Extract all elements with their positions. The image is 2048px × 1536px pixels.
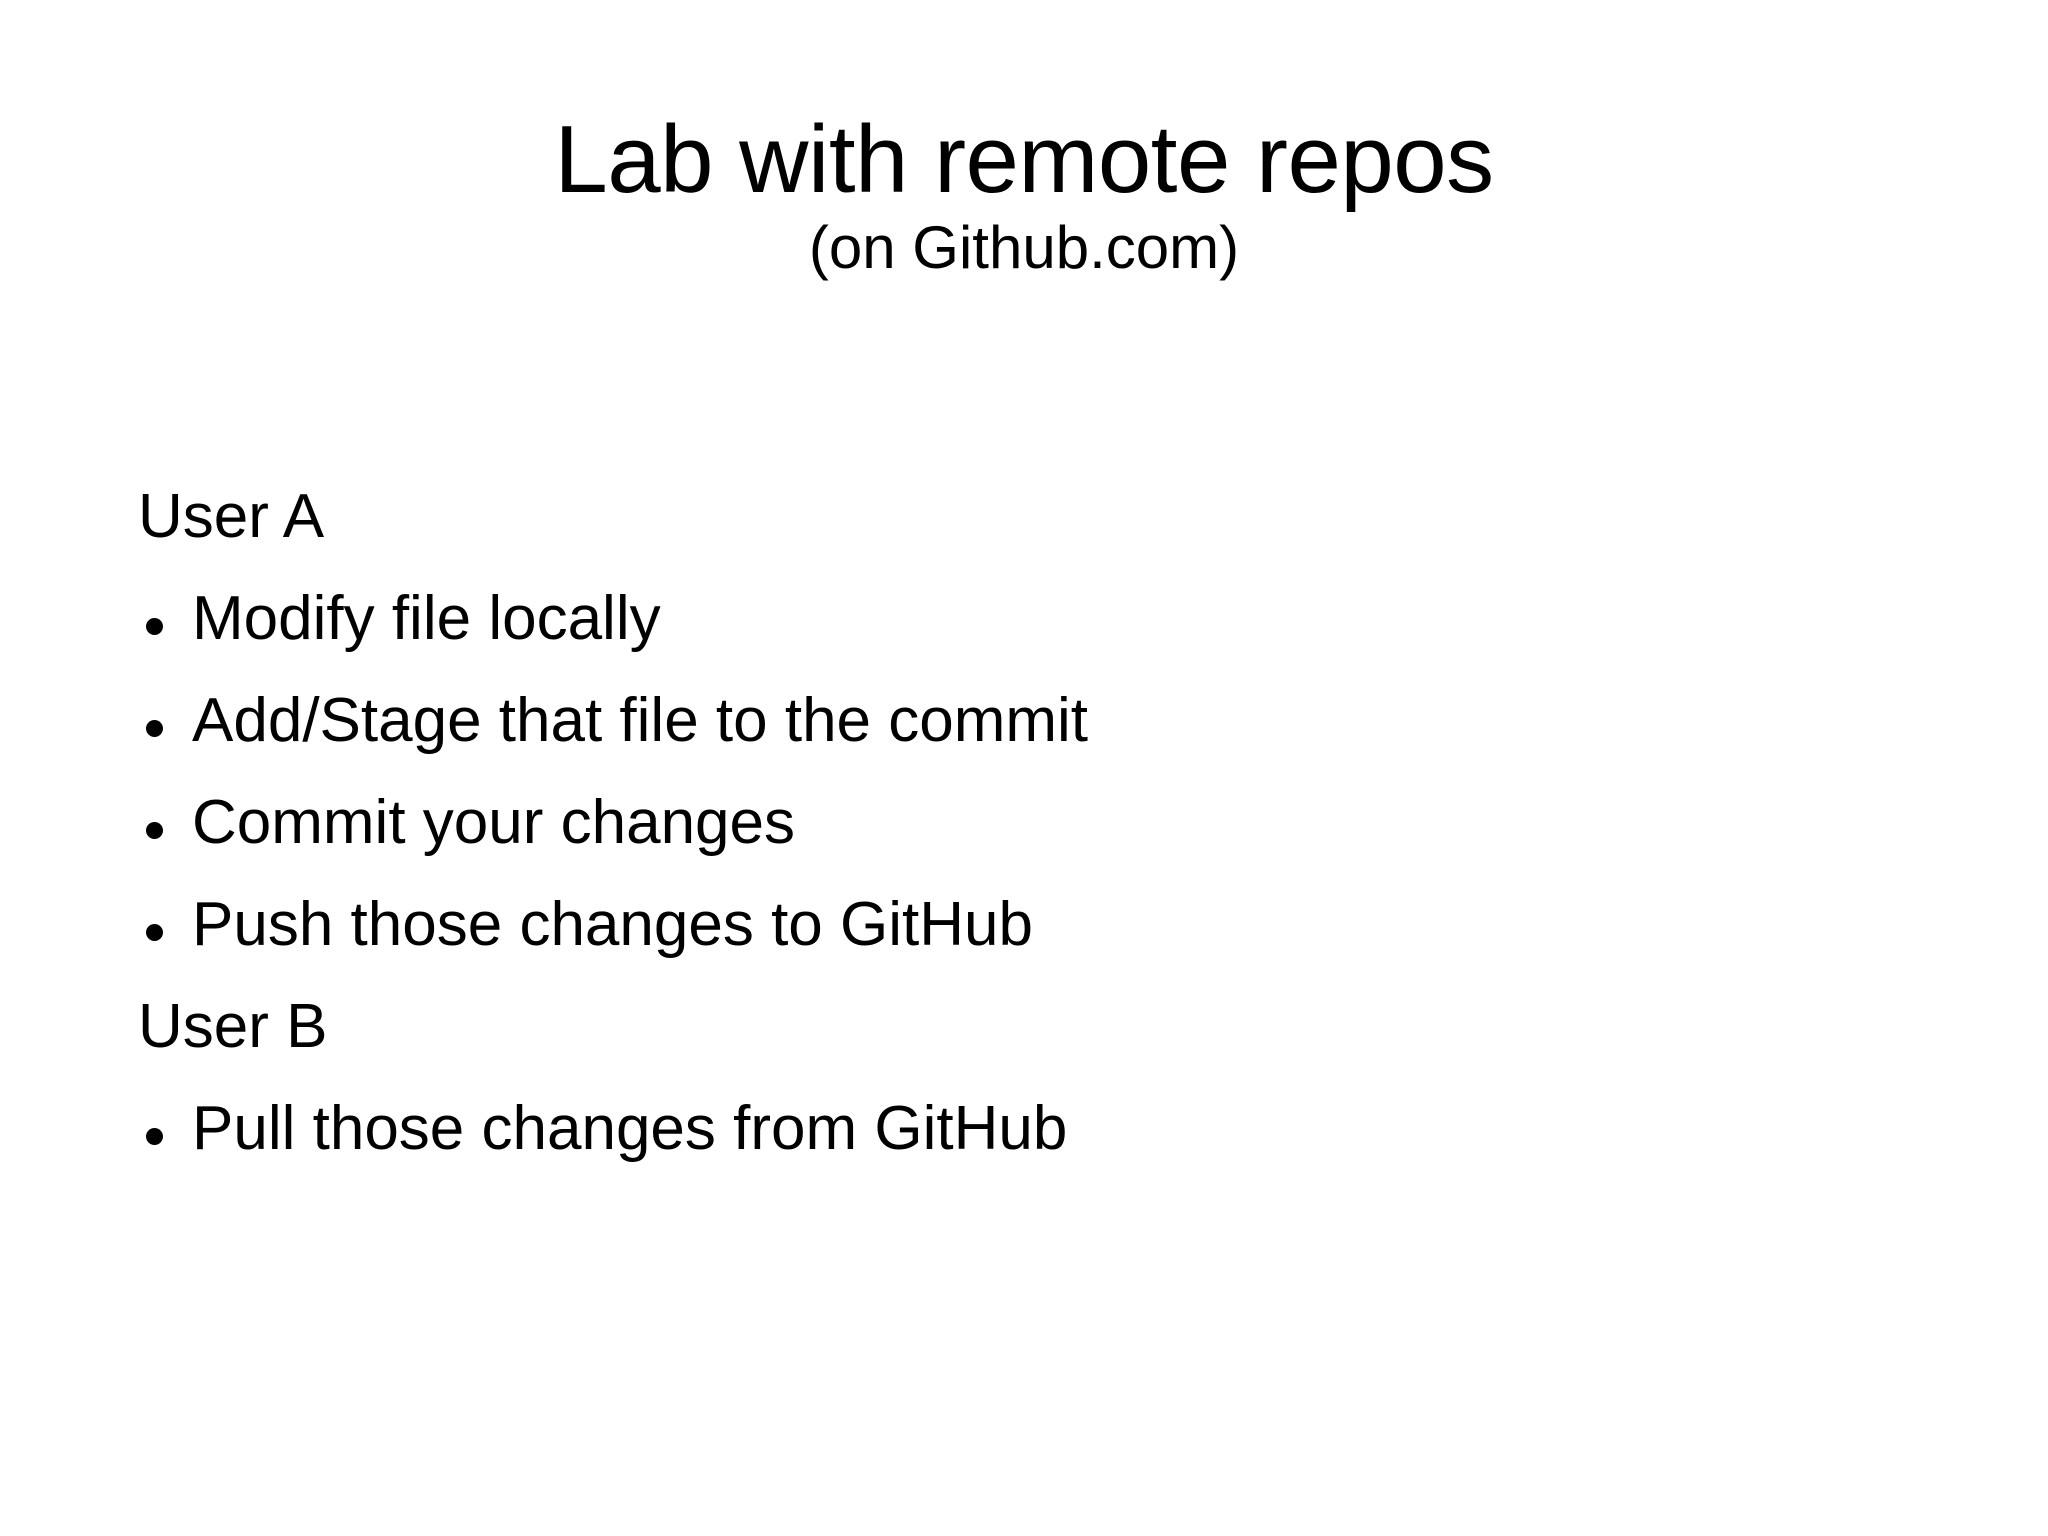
- body-heading-label: User A: [138, 482, 325, 551]
- list-item: Push those changes to GitHub: [138, 874, 1928, 976]
- list-item-label: Modify file locally: [192, 584, 661, 653]
- list-item-label: Commit your changes: [192, 788, 796, 857]
- page-title: Lab with remote repos: [554, 106, 1494, 213]
- body-heading-user-a: User A: [138, 466, 1928, 568]
- body-heading-user-b: User B: [138, 976, 1928, 1078]
- title-block: Lab with remote repos (on Github.com): [0, 108, 2048, 282]
- page-subtitle: (on Github.com): [808, 214, 1240, 281]
- bullet-dot-icon: [146, 720, 163, 737]
- bullet-dot-icon: [146, 1128, 163, 1145]
- list-item: Commit your changes: [138, 772, 1928, 874]
- body-heading-label: User B: [138, 992, 328, 1061]
- bullet-dot-icon: [146, 618, 163, 635]
- bullet-dot-icon: [146, 924, 163, 941]
- list-item-label: Push those changes to GitHub: [192, 890, 1033, 959]
- list-item: Pull those changes from GitHub: [138, 1078, 1928, 1180]
- list-item: Add/Stage that file to the commit: [138, 670, 1928, 772]
- list-item-label: Pull those changes from GitHub: [192, 1094, 1068, 1163]
- list-item-label: Add/Stage that file to the commit: [192, 686, 1089, 755]
- bullet-dot-icon: [146, 822, 163, 839]
- list-item: Modify file locally: [138, 568, 1928, 670]
- slide-body: User A Modify file locally Add/Stage tha…: [138, 466, 1928, 1180]
